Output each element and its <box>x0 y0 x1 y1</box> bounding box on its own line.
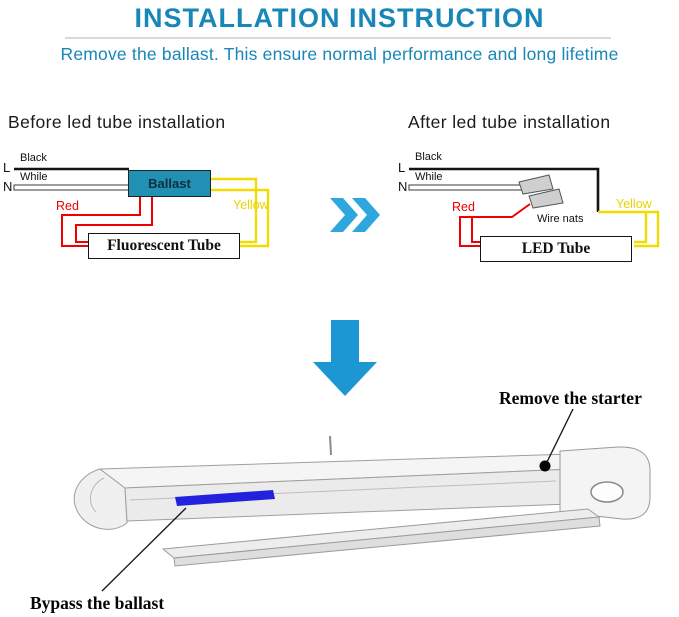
after-yellow-wire-label: Yellow <box>616 197 652 211</box>
before-wiring-diagram <box>13 167 270 248</box>
header-divider <box>65 37 611 39</box>
before-red-wire-2 <box>75 197 153 243</box>
fixture-tray-front <box>173 516 601 567</box>
chevron-right-icon <box>330 198 358 232</box>
after-red-wire-2 <box>471 217 482 243</box>
starter-leader-line <box>546 408 574 463</box>
wire-nut-icon <box>518 174 554 195</box>
after-yellow-wire-2 <box>634 212 648 244</box>
fixture-illustration <box>73 408 651 592</box>
after-white-wire-label: While <box>415 171 443 183</box>
bypass-leader-line <box>101 507 187 592</box>
down-arrow-icon <box>313 320 377 396</box>
before-yellow-wire-label: Yellow <box>233 198 269 212</box>
remove-starter-callout: Remove the starter <box>499 388 642 408</box>
bypass-ballast-callout: Bypass the ballast <box>30 593 165 613</box>
bypass-ballast-highlight <box>175 490 275 506</box>
after-section-heading: After led tube installation <box>408 112 611 132</box>
led-tube-box: LED Tube <box>480 236 632 262</box>
after-white-wire <box>408 184 523 191</box>
before-white-wire-label: While <box>20 171 48 183</box>
page-title: INSTALLATION INSTRUCTION <box>134 3 545 33</box>
after-line-n-label: N <box>398 179 408 194</box>
chevron-right-icon <box>352 198 380 232</box>
before-yellow-wire-2 <box>211 188 270 248</box>
wire-nut-icon <box>528 188 564 209</box>
before-line-n-label: N <box>3 179 13 194</box>
before-white-wire <box>13 184 130 191</box>
before-red-wire <box>61 197 141 247</box>
starter-dot <box>539 460 551 472</box>
transition-chevrons <box>330 198 380 232</box>
after-red-wire <box>459 203 531 247</box>
before-section-heading: Before led tube installation <box>8 112 226 132</box>
after-red-wire-label: Red <box>452 200 475 214</box>
fixture-cap-hole <box>590 481 624 503</box>
wire-nuts-label: Wire nats <box>537 213 584 225</box>
fixture-left-curl <box>73 468 128 530</box>
before-red-wire-label: Red <box>56 199 79 213</box>
ballast-box: Ballast <box>128 170 211 197</box>
after-black-wire-label: Black <box>415 151 442 163</box>
fixture-inner-curve <box>89 477 105 513</box>
fixture-top-pin <box>329 435 332 456</box>
after-wiring-diagram <box>408 167 660 248</box>
page-subtitle: Remove the ballast. This ensure normal p… <box>60 44 619 64</box>
before-line-l-label: L <box>3 160 11 175</box>
fluorescent-tube-box: Fluorescent Tube <box>88 233 240 259</box>
after-line-l-label: L <box>398 160 406 175</box>
after-yellow-wire <box>598 210 660 248</box>
after-black-wire <box>409 167 600 212</box>
before-yellow-wire <box>211 177 258 244</box>
before-black-wire-label: Black <box>20 152 47 164</box>
